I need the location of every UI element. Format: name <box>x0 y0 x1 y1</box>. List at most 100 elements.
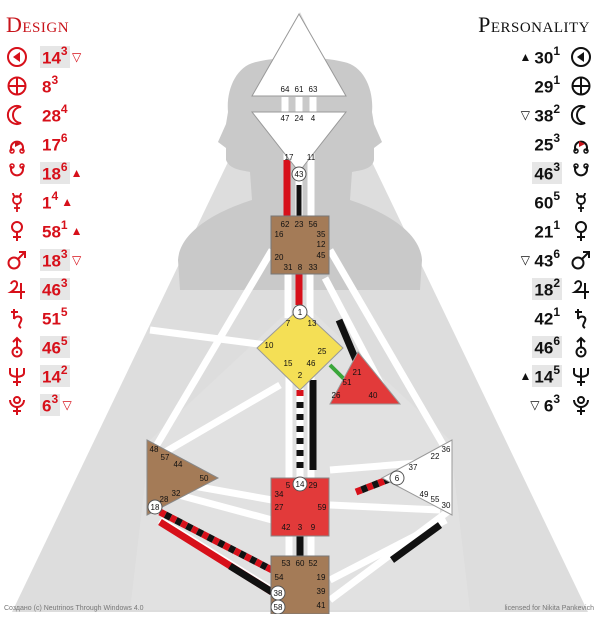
line-number: 2 <box>60 362 68 377</box>
gate-label: 16 <box>275 230 284 239</box>
gate-label: 26 <box>332 391 341 400</box>
design-row: 284 <box>4 102 84 128</box>
line-number: 6 <box>553 333 560 348</box>
direction-arrow: ▲ <box>70 224 83 238</box>
gate-label: 55 <box>431 495 440 504</box>
pers-gate-value: 291 <box>532 73 562 98</box>
sun-icon <box>568 44 594 70</box>
jupiter-icon <box>568 276 594 302</box>
pers-gate-value: 145 <box>532 363 562 388</box>
gate-number: 18 <box>534 280 554 300</box>
moon-icon <box>568 102 594 128</box>
neptune-icon <box>4 363 30 389</box>
gate-number: 14 <box>42 48 61 68</box>
mars-icon <box>4 247 30 273</box>
gate-number: 14 <box>42 367 61 387</box>
line-number: 3 <box>553 391 560 406</box>
direction-arrow: ▽ <box>62 398 72 412</box>
line-number: 6 <box>60 159 68 174</box>
gate-number: 18 <box>42 164 61 184</box>
gate-label: 36 <box>442 445 451 454</box>
line-number: 6 <box>60 130 68 145</box>
gate-labels: 64 61 63 47 24 4 17 11 62 23 56 16 35 12… <box>150 85 451 610</box>
gate-number: 38 <box>534 106 554 126</box>
design-row: 183▽ <box>4 247 84 273</box>
solar-plexus-center <box>380 439 453 516</box>
activated-channels <box>158 160 443 595</box>
design-row: 186▲ <box>4 160 84 186</box>
direction-arrow: ▲ <box>70 166 83 180</box>
gate-label: 52 <box>309 559 318 568</box>
heart-center <box>329 351 402 405</box>
design-gate-value: 14 <box>40 188 60 214</box>
gate-label: 47 <box>281 114 290 123</box>
pers-gate-value: 63 <box>542 391 562 417</box>
line-number: 3 <box>553 130 560 145</box>
line-number: 6 <box>553 246 560 261</box>
spleen-center <box>146 439 220 516</box>
gate-number: 28 <box>42 106 61 126</box>
gate-label: 62 <box>281 220 290 229</box>
design-gate-value: 183 <box>40 247 70 272</box>
pluto-icon <box>4 392 30 418</box>
line-number: 5 <box>60 333 68 348</box>
pers-gate-value: 182 <box>532 276 562 301</box>
gate-number: 43 <box>534 251 554 271</box>
design-row: 63▽ <box>4 392 74 418</box>
pers-row: 382▽ <box>518 102 594 128</box>
footer-right: licensed for Nikita Pankevich <box>504 605 595 612</box>
direction-arrow: ▲ <box>519 369 532 383</box>
gate-label: 20 <box>275 253 284 262</box>
design-row: 176 <box>4 131 84 157</box>
gate-label: 32 <box>172 489 181 498</box>
design-gate-value: 63 <box>40 391 61 417</box>
gate-number: 46 <box>534 338 554 358</box>
pers-row: 421 <box>518 305 594 331</box>
g-center <box>256 307 344 391</box>
gate-label: 7 <box>286 319 291 328</box>
pers-row: 253 <box>518 131 594 157</box>
line-number: 3 <box>51 391 59 406</box>
line-number: 1 <box>553 43 560 58</box>
line-number: 3 <box>51 72 59 87</box>
gate-label: 21 <box>353 368 362 377</box>
gate-label: 64 <box>281 85 290 94</box>
line-number: 4 <box>60 101 68 116</box>
gate-number: 14 <box>534 367 554 387</box>
line-number: 4 <box>51 188 59 203</box>
pers-row: 291 <box>518 73 594 99</box>
gate-number: 46 <box>534 164 554 184</box>
neptune-icon <box>568 363 594 389</box>
design-row: 581▲ <box>4 218 84 244</box>
line-number: 1 <box>553 304 560 319</box>
head-center <box>251 12 347 97</box>
uranus-icon <box>568 334 594 360</box>
gate-number: 21 <box>534 222 554 242</box>
pers-gate-value: 421 <box>532 304 562 330</box>
pers-row: 211 <box>518 218 594 244</box>
gate-label: 17 <box>285 153 294 162</box>
gate-label: 10 <box>265 341 274 350</box>
gate-label: 31 <box>284 263 293 272</box>
mercury-icon <box>4 189 30 215</box>
gate-label: 53 <box>282 559 291 568</box>
gate-label: 60 <box>296 559 305 568</box>
footer-left: Создано (с) Neutrinos Through Windows 4.… <box>4 605 144 612</box>
uranus-icon <box>4 334 30 360</box>
pers-row: 463 <box>518 160 594 186</box>
gate-label: 57 <box>161 453 170 462</box>
gate-label: 27 <box>275 503 284 512</box>
gate-label: 4 <box>311 114 316 123</box>
direction-arrow: ▽ <box>71 50 82 64</box>
gate-label: 5 <box>286 481 291 490</box>
gate-label: 28 <box>160 495 169 504</box>
design-row: 142 <box>4 363 84 389</box>
venus-icon <box>4 218 30 244</box>
gate-number: 58 <box>42 222 61 242</box>
design-gate-value: 143 <box>40 44 70 69</box>
gate-label: 9 <box>311 523 316 532</box>
saturn-icon <box>568 305 594 331</box>
gate-label: 61 <box>295 85 304 94</box>
gate-label: 15 <box>284 359 293 368</box>
